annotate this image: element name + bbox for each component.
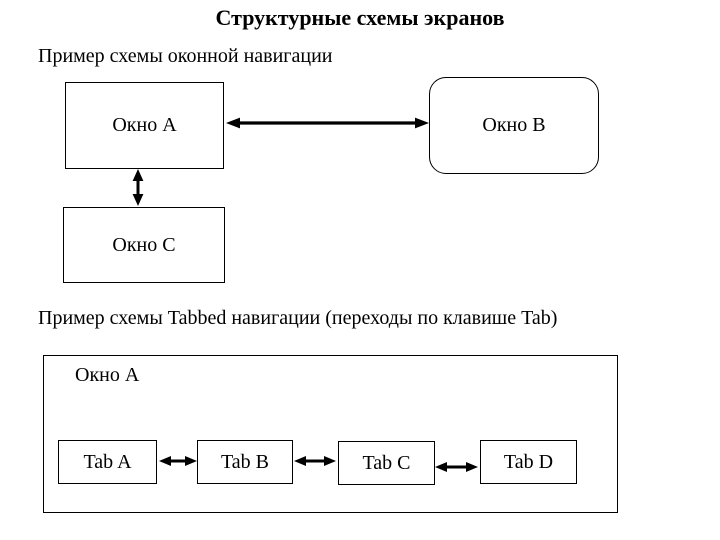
double-arrow-tab-a-b [159, 454, 197, 468]
tab-c-label: Tab C [362, 451, 411, 474]
window-b-box: Окно B [429, 77, 599, 174]
tabbed-nav-caption: Пример схемы Tabbed навигации (переходы … [38, 307, 558, 329]
double-arrow-tab-b-c [294, 454, 336, 468]
tabbed-window-box [43, 355, 618, 513]
tab-c-box: Tab C [338, 441, 435, 485]
window-c-box: Окно C [63, 207, 225, 283]
window-c-label: Окно C [112, 233, 176, 256]
tab-d-label: Tab D [503, 450, 554, 473]
tab-d-box: Tab D [480, 440, 577, 484]
slide-title: Структурные схемы экранов [215, 5, 505, 30]
tab-a-label: Tab A [83, 450, 132, 473]
window-a-label: Окно A [112, 114, 177, 136]
tab-b-box: Tab B [197, 440, 293, 484]
tab-a-box: Tab A [58, 440, 157, 484]
tab-b-label: Tab B [220, 450, 270, 473]
double-arrow-window-a-c [131, 169, 145, 206]
double-arrow-window-a-b [226, 116, 429, 130]
window-nav-caption: Пример схемы оконной навигации [38, 45, 333, 67]
tabbed-window-label: Окно A [75, 364, 140, 386]
double-arrow-tab-c-d [435, 460, 478, 474]
window-a-box: Окно A [65, 82, 224, 169]
window-b-label: Окно B [482, 114, 546, 136]
